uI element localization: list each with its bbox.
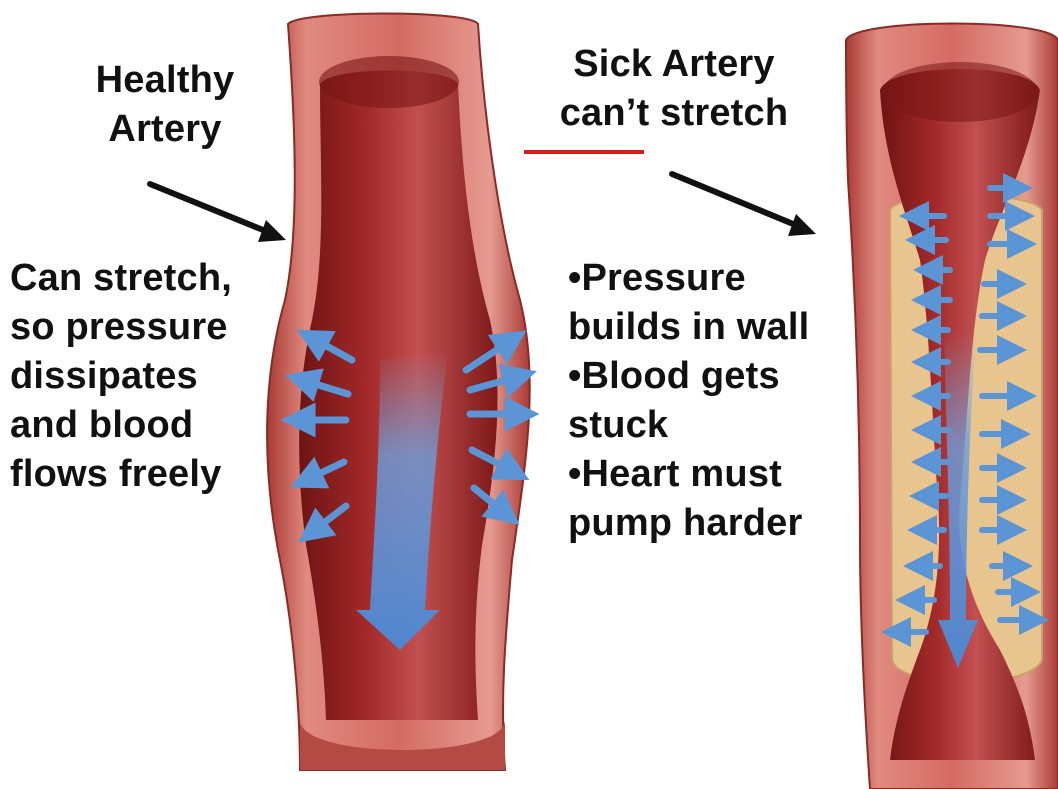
sick-pointer-arrow [672,174,816,236]
sick-artery-title: Sick Artery can’t stretch [524,40,824,138]
healthy-artery [267,14,530,771]
healthy-pointer-arrow [150,184,286,242]
healthy-title-line2: Artery [80,105,250,154]
healthy-desc-line: Can stretch, [10,254,232,303]
cant-underline [524,150,644,154]
sick-artery [846,24,1058,789]
sick-desc-line: builds in wall [568,303,809,352]
healthy-desc-line: dissipates [10,352,232,401]
healthy-title-line1: Healthy [80,56,250,105]
healthy-artery-description: Can stretch, so pressure dissipates and … [10,254,232,499]
sick-desc-line: pump harder [568,499,809,548]
sick-title-line1: Sick Artery [524,40,824,89]
healthy-desc-line: so pressure [10,303,232,352]
sick-desc-line: stuck [568,401,809,450]
sick-desc-line: •Blood gets [568,352,809,401]
sick-title-line2: can’t stretch [524,89,824,138]
healthy-artery-title: Healthy Artery [80,56,250,154]
healthy-artery-top-opening [319,56,459,108]
sick-artery-top-opening [882,62,1038,122]
sick-artery-description: •Pressure builds in wall •Blood gets stu… [568,254,809,548]
sick-desc-line: •Pressure [568,254,809,303]
healthy-desc-line: flows freely [10,450,232,499]
healthy-desc-line: and blood [10,401,232,450]
sick-desc-line: •Heart must [568,450,809,499]
